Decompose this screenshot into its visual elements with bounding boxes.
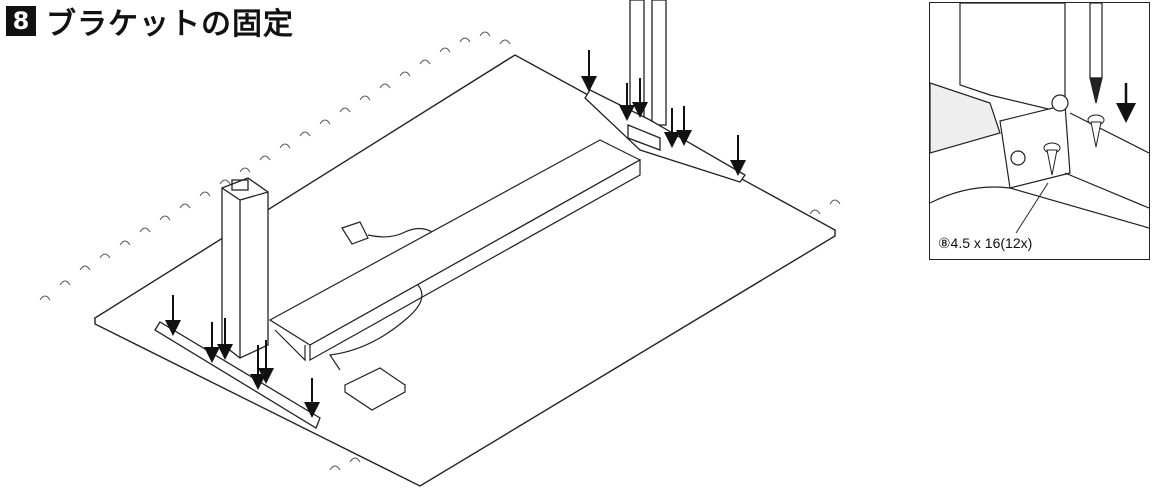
step-title: ブラケットの固定 [46, 7, 294, 42]
screw-arrows [165, 50, 746, 418]
step-number-badge: 8 [6, 6, 36, 36]
bracket-detail-illustration [930, 3, 1149, 234]
step-header: 8 ブラケットの固定 [6, 2, 294, 42]
screw-icons [1043, 114, 1105, 176]
left-leg-column [221, 177, 269, 359]
detail-inset: ⑧4.5 x 16(12x) [929, 2, 1150, 260]
cable [328, 284, 423, 371]
frame-crossbar [268, 139, 642, 362]
hand-switch [341, 221, 433, 245]
control-box [343, 367, 407, 411]
screw-spec-label: ⑧4.5 x 16(12x) [936, 235, 1035, 252]
left-foot [154, 321, 321, 429]
desk-assembly-illustration [39, 0, 841, 487]
screwdriver [1089, 3, 1103, 104]
